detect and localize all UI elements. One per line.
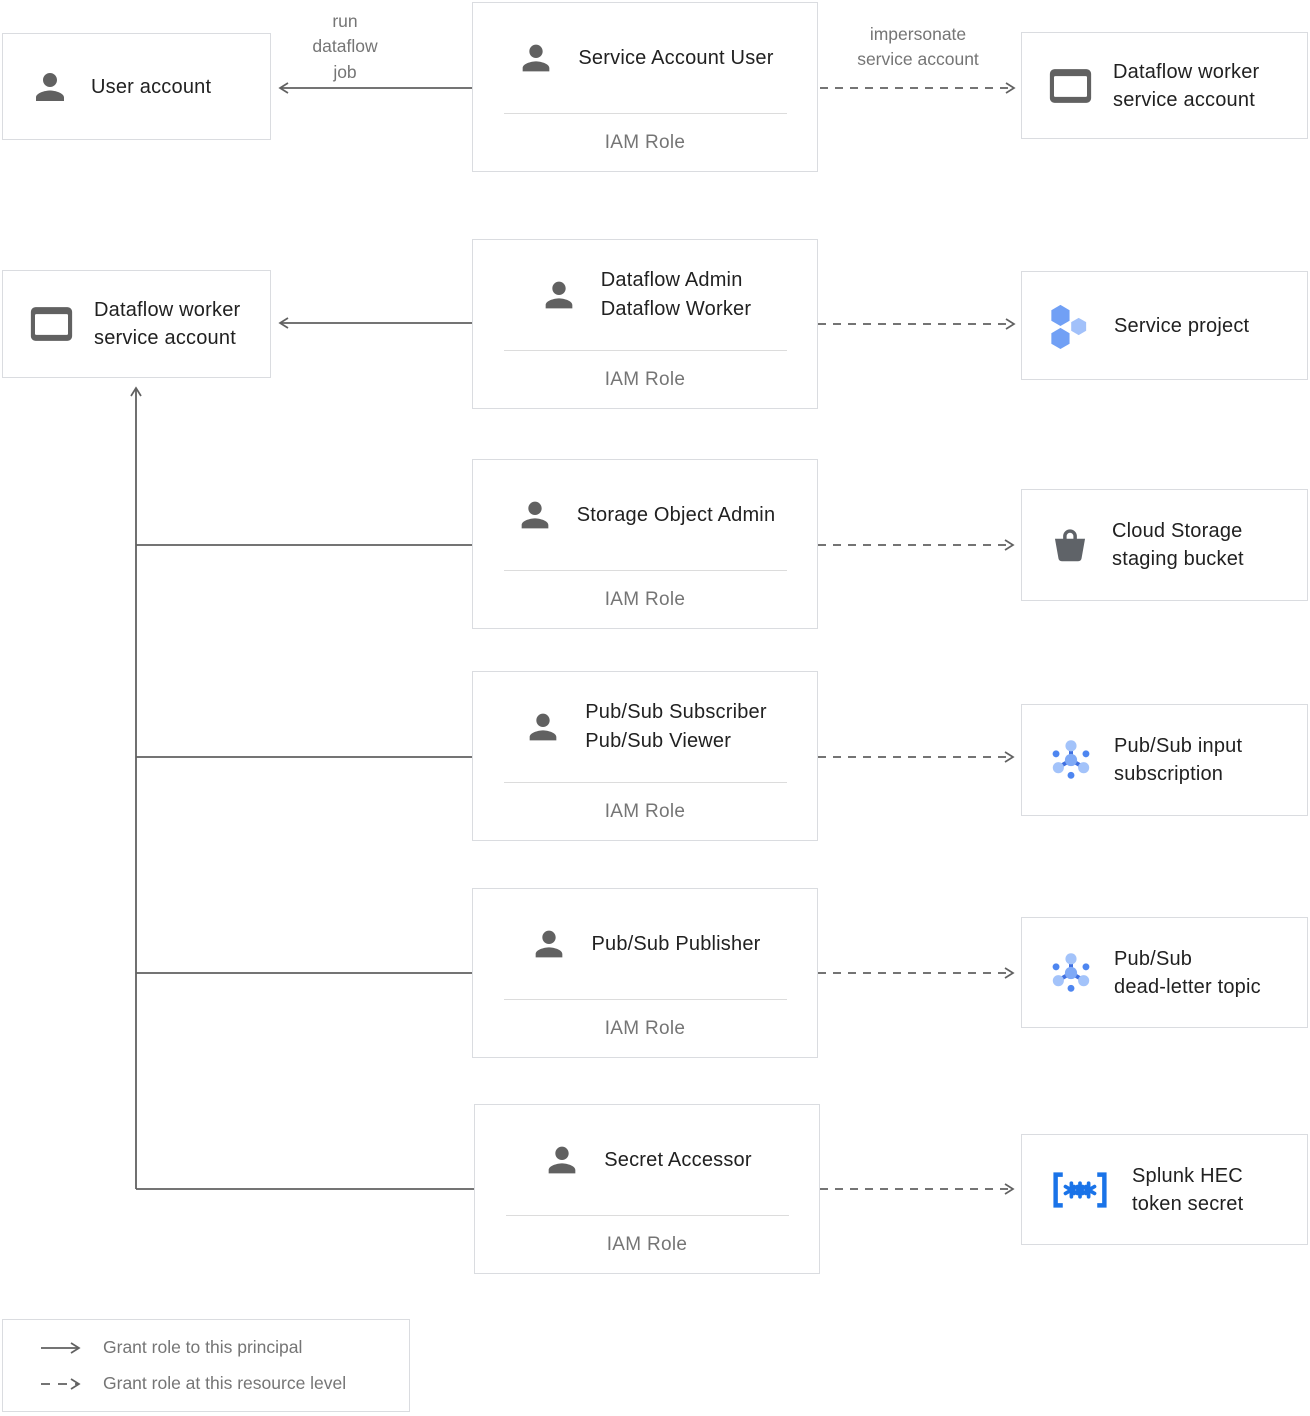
role-title: Pub/Sub Subscriber Pub/Sub Viewer [585,701,767,752]
box-label: Service project [1114,314,1250,337]
box-label: User account [91,75,212,98]
role-title: Secret Accessor [604,1148,752,1171]
person-icon [529,713,557,741]
role-type-label: IAM Role [604,588,686,610]
role-type-label: IAM Role [606,1233,688,1255]
pubsub-icon [1052,952,1090,992]
box-dataflow-worker-service-account-left: Dataflow worker service account [2,270,271,378]
box-label: Cloud Storage staging bucket [1112,520,1244,570]
box-secret-accessor: Secret Accessor IAM Role [474,1104,820,1274]
roles-to-worker-sa-trunk [130,386,476,1190]
box-service-project: Service project [1021,271,1308,380]
divider [503,570,787,571]
role-type-label: IAM Role [604,800,686,822]
role-title: Service Account User [578,46,774,69]
divider [503,113,787,114]
divider [503,999,787,1000]
role-type-label: IAM Role [604,131,686,153]
service-account-icon [30,307,73,341]
box-pubsub-input-subscription: Pub/Sub input subscription [1021,704,1308,816]
edge-label-impersonate-service-account: impersonate service account [857,24,979,70]
box-dataflow-worker-service-account-top: Dataflow worker service account [1021,32,1308,139]
box-label: Pub/Sub dead-letter topic [1114,947,1261,998]
person-icon [548,1146,576,1174]
pubsub-icon [1052,740,1090,779]
storage-bucket-icon [1054,529,1086,562]
person-icon [523,44,550,72]
legend-dashed-label: Grant role at this resource level [103,1373,347,1393]
box-cloud-storage-staging-bucket: Cloud Storage staging bucket [1021,489,1308,601]
box-storage-object-admin: Storage Object Admin IAM Role [472,459,818,629]
role-type-label: IAM Role [604,1017,686,1039]
role-title: Storage Object Admin [576,503,776,526]
divider [503,350,787,351]
legend: Grant role to this principal Grant role … [2,1319,410,1412]
box-label: Dataflow worker service account [1113,60,1260,111]
project-hexagons-icon [1051,304,1087,349]
box-dataflow-admin-worker: Dataflow Admin Dataflow Worker IAM Role [472,239,818,409]
box-splunk-hec-token-secret: Splunk HEC token secret [1021,1134,1308,1245]
person-icon [536,930,563,958]
person-icon [521,501,549,529]
box-pubsub-dead-letter-topic: Pub/Sub dead-letter topic [1021,917,1308,1028]
role-type-label: IAM Role [604,368,686,390]
legend-solid-label: Grant role to this principal [103,1337,303,1357]
box-user-account: User account [2,33,271,140]
box-service-account-user: Service Account User IAM Role [472,2,818,172]
role-title: Dataflow Admin Dataflow Worker [600,269,752,320]
box-label: Dataflow worker service account [94,299,241,349]
role-title: Pub/Sub Publisher [591,932,761,955]
box-label: Pub/Sub input subscription [1114,735,1243,785]
box-pubsub-publisher: Pub/Sub Publisher IAM Role [472,888,818,1058]
box-pubsub-subscriber-viewer: Pub/Sub Subscriber Pub/Sub Viewer IAM Ro… [472,671,818,841]
solid-arrow-icon [41,1341,81,1354]
legend-row-dashed: Grant role at this resource level [39,1373,409,1394]
secret-icon [1053,1171,1107,1208]
person-icon [36,72,64,101]
service-account-icon [1049,68,1092,103]
dashed-arrow-icon [41,1377,81,1390]
box-label: Splunk HEC token secret [1132,1164,1244,1215]
divider [505,1215,789,1216]
person-icon [545,281,573,309]
divider [503,782,787,783]
edge-label-run-dataflow-job: run dataflow job [312,11,378,82]
legend-row-solid: Grant role to this principal [39,1337,409,1358]
